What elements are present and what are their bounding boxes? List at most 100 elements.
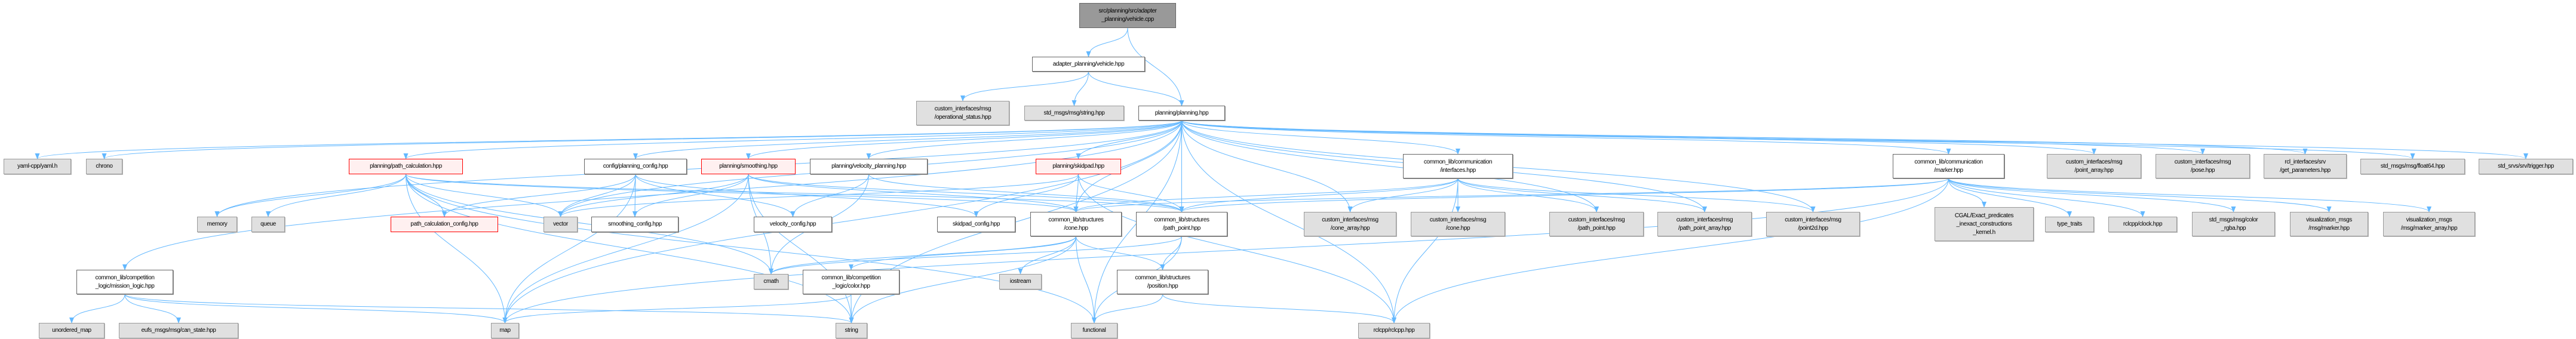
- graph-node-vehicle-hpp[interactable]: adapter_planning/vehicle.hpp: [1032, 57, 1145, 72]
- graph-node-marker[interactable]: common_lib/communication /marker.hpp: [1893, 154, 2004, 178]
- graph-node-velocity-planning[interactable]: planning/velocity_planning.hpp: [810, 159, 928, 174]
- edge-path_calc-to-cone_struct: [406, 174, 1079, 212]
- edge-planning_hpp-to-float64: [1181, 120, 2415, 159]
- graph-node-color[interactable]: common_lib/competition _logic/color.hpp: [803, 270, 899, 294]
- graph-node-map: map: [491, 323, 519, 338]
- edge-color-to-string: [849, 294, 854, 323]
- edge-planning_hpp-to-velocity_planning: [866, 120, 1182, 159]
- edge-planning_hpp-to-smoothing: [746, 120, 1182, 159]
- graph-node-pose: custom_interfaces/msg /pose.hpp: [2156, 154, 2250, 178]
- graph-node-path-calc[interactable]: planning/path_calculation.hpp: [349, 159, 463, 174]
- edge-skidpad-to-path_point_struct: [1078, 174, 1184, 212]
- edge-smoothing-to-string: [748, 174, 854, 323]
- graph-node-functional: functional: [1071, 323, 1117, 338]
- graph-node-string: string: [836, 323, 867, 338]
- edge-marker-to-rclcpp: [1392, 178, 1949, 323]
- edge-smoothing-to-map: [502, 174, 749, 323]
- graph-node-color-rgba: std_msgs/msg/color _rgba.hpp: [2192, 212, 2275, 236]
- graph-node-planning-hpp[interactable]: planning/planning.hpp: [1138, 106, 1225, 121]
- edge-cone_struct-to-color: [849, 236, 1076, 270]
- graph-node-interfaces[interactable]: common_lib/communication /interfaces.hpp: [1403, 154, 1513, 178]
- edge-smoothing-to-path_point_struct: [748, 174, 1184, 212]
- edge-planning_hpp-to-interfaces: [1181, 120, 1460, 155]
- edge-planning_hpp-to-chrono: [102, 120, 1182, 159]
- edge-planning_hpp-to-mission_logic: [122, 120, 1182, 270]
- edge-planning_hpp-to-cone_array: [1181, 120, 1353, 212]
- graph-node-mission-logic[interactable]: common_lib/competition _logic/mission_lo…: [76, 270, 173, 294]
- edge-marker-to-path_point_struct: [1179, 178, 1949, 212]
- edge-skidpad-to-skidpad_config: [974, 174, 1079, 217]
- edge-vehicle_hpp-to-op_status: [960, 71, 1089, 101]
- edge-interfaces-to-point2d: [1457, 178, 1816, 212]
- edge-position-to-functional: [1092, 294, 1163, 323]
- graph-node-path-calc-config[interactable]: path_calculation_config.hpp: [391, 217, 498, 232]
- edge-planning_config-to-vector: [558, 174, 636, 217]
- edge-root-to-planning_hpp: [1127, 27, 1184, 106]
- graph-node-point-array: custom_interfaces/msg /point_array.hpp: [2047, 154, 2141, 178]
- edge-cone_struct-to-iostream: [1018, 236, 1076, 275]
- graph-node-can-state: eufs_msgs/msg/can_state.hpp: [119, 323, 238, 338]
- graph-node-cone-array: custom_interfaces/msg /cone_array.hpp: [1304, 212, 1396, 236]
- graph-node-iostream: iostream: [999, 274, 1042, 289]
- edge-planning_hpp-to-planning_config: [633, 120, 1182, 159]
- graph-node-planning-config[interactable]: config/planning_config.hpp: [584, 159, 687, 174]
- graph-node-unordered-map: unordered_map: [39, 323, 105, 338]
- edge-marker-to-vis_marker: [1948, 178, 2332, 212]
- graph-node-msg-path-point: custom_interfaces/msg /path_point.hpp: [1549, 212, 1644, 236]
- graph-node-vis-marker: visualization_msgs /msg/marker.hpp: [2290, 212, 2368, 236]
- edge-planning_hpp-to-marker: [1181, 120, 1951, 155]
- graph-node-memory: memory: [197, 217, 237, 232]
- graph-node-cone-struct[interactable]: common_lib/structures /cone.hpp: [1030, 212, 1122, 236]
- edge-interfaces-to-cone_struct: [1073, 178, 1459, 212]
- graph-node-cmath: cmath: [754, 274, 788, 289]
- edge-planning_hpp-to-map: [502, 120, 1182, 323]
- edge-skidpad-to-vector: [558, 174, 1079, 217]
- graph-node-path-point-struct[interactable]: common_lib/structures /path_point.hpp: [1136, 212, 1227, 236]
- graph-node-path-point-array: custom_interfaces/msg /path_point_array.…: [1657, 212, 1752, 236]
- graph-node-msg-cone: custom_interfaces/msg /cone.hpp: [1411, 212, 1505, 236]
- edge-velocity_planning-to-path_point_struct: [868, 174, 1184, 212]
- edge-interfaces-to-path_point_struct: [1179, 178, 1459, 212]
- edge-interfaces-to-cone_array: [1347, 178, 1459, 212]
- edge-path_point_struct-to-cmath: [769, 236, 1182, 275]
- edge-position-to-rclcpp: [1162, 294, 1396, 323]
- graph-node-smoothing[interactable]: planning/smoothing.hpp: [701, 159, 796, 174]
- edge-planning_hpp-to-rclcpp: [1181, 120, 1396, 323]
- graph-node-type-traits: type_traits: [2045, 217, 2094, 232]
- graph-node-skidpad-config[interactable]: skidpad_config.hpp: [937, 217, 1015, 232]
- edge-mission_logic-to-map: [124, 294, 508, 323]
- graph-node-vector: vector: [544, 217, 578, 232]
- edge-color-to-map: [502, 294, 852, 323]
- graph-node-velocity-config[interactable]: velocity_config.hpp: [754, 217, 832, 232]
- edge-mission_logic-to-can_state: [124, 294, 181, 323]
- edge-marker-to-map: [502, 178, 1949, 323]
- edge-path_calc-to-queue: [266, 174, 406, 217]
- edge-path_calc-to-map: [406, 174, 508, 323]
- edge-path_calc-to-memory: [214, 174, 406, 217]
- edge-planning_config-to-path_calc_config: [442, 174, 636, 217]
- edge-smoothing-to-smoothing_config: [633, 174, 749, 217]
- graph-node-smoothing-config[interactable]: smoothing_config.hpp: [591, 217, 678, 232]
- edge-planning_hpp-to-trigger: [1181, 120, 2528, 159]
- edge-mission_logic-to-unordered_map: [69, 294, 125, 323]
- edge-marker-to-cone_struct: [1073, 178, 1949, 212]
- edge-planning_hpp-to-memory: [214, 120, 1182, 217]
- graph-node-position[interactable]: common_lib/structures /position.hpp: [1117, 270, 1208, 294]
- edge-interfaces-to-rclcpp: [1392, 178, 1459, 323]
- edge-vehicle_hpp-to-planning_hpp: [1088, 71, 1184, 106]
- graph-node-skidpad[interactable]: planning/skidpad.hpp: [1036, 159, 1121, 174]
- graph-node-root: src/planning/src/adapter _planning/vehic…: [1079, 3, 1176, 28]
- edge-path_calc-to-cmath: [406, 174, 773, 275]
- edge-smoothing-to-vector: [558, 174, 749, 217]
- graph-node-op-status: custom_interfaces/msg /operational_statu…: [916, 101, 1009, 125]
- edge-interfaces-to-path_point_array: [1457, 178, 1707, 212]
- edge-vehicle_hpp-to-string_hpp: [1071, 71, 1089, 106]
- graph-node-clock: rclcpp/clock.hpp: [2108, 217, 2177, 232]
- graph-node-queue: queue: [251, 217, 285, 232]
- edge-planning_hpp-to-path_calc: [403, 120, 1182, 159]
- edge-marker-to-type_traits: [1948, 178, 2072, 217]
- edge-cone_struct-to-position: [1076, 236, 1165, 270]
- edge-skidpad-to-cone_struct: [1073, 174, 1079, 212]
